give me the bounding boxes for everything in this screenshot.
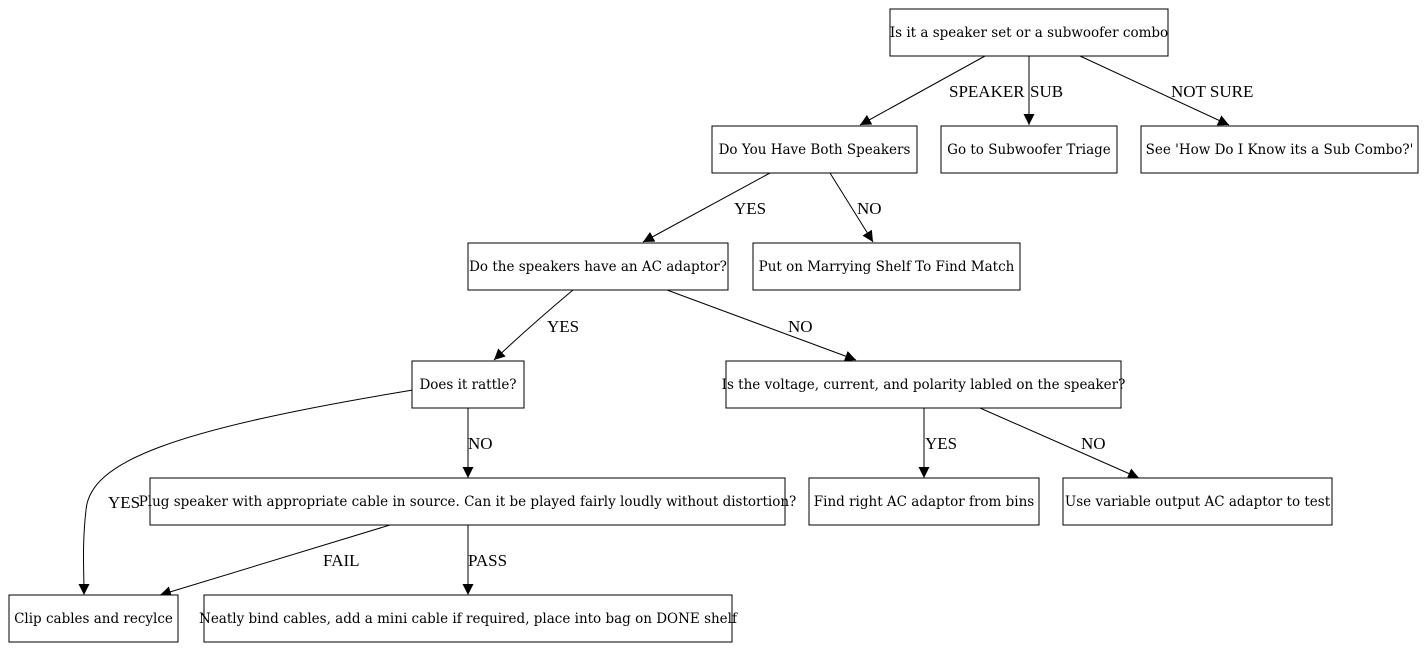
node-ac-adaptor-label: Do the speakers have an AC adaptor? (469, 259, 727, 275)
node-both-speakers-label: Do You Have Both Speakers (719, 142, 911, 158)
edge-acadaptor-to-labeled (666, 289, 857, 362)
node-ac-adaptor: Do the speakers have an AC adaptor? (467, 242, 729, 291)
edge-label-both-yes: YES (734, 199, 766, 218)
node-root-label: Is it a speaker set or a subwoofer combo (890, 25, 1168, 41)
edge-label-fail: FAIL (323, 551, 360, 570)
node-rattle: Does it rattle? (411, 360, 525, 409)
node-how-know-sub: See 'How Do I Know its a Sub Combo?' (1140, 125, 1419, 174)
node-how-know-sub-label: See 'How Do I Know its a Sub Combo?' (1146, 142, 1414, 158)
node-labeled-voltage-label: Is the voltage, current, and polarity la… (722, 377, 1126, 393)
edge-label-labeled-yes: YES (925, 434, 957, 453)
node-plug-speaker: Plug speaker with appropriate cable in s… (139, 477, 797, 526)
edge-labeled-to-variable (979, 407, 1140, 479)
node-find-ac: Find right AC adaptor from bins (808, 477, 1040, 526)
edge-root-to-both (859, 55, 986, 126)
node-subwoofer-triage: Go to Subwoofer Triage (940, 125, 1118, 174)
node-rattle-label: Does it rattle? (419, 377, 516, 393)
node-clip-cables-label: Clip cables and recylce (14, 611, 173, 627)
edge-acadaptor-to-rattle (493, 289, 574, 361)
edge-label-not-sure: NOT SURE (1171, 82, 1253, 101)
edge-label-pass: PASS (468, 551, 507, 570)
node-plug-speaker-label: Plug speaker with appropriate cable in s… (139, 494, 797, 510)
node-variable-ac-label: Use variable output AC adaptor to test (1065, 494, 1331, 510)
edge-label-speaker: SPEAKER (949, 82, 1025, 101)
node-subwoofer-triage-label: Go to Subwoofer Triage (947, 142, 1111, 158)
node-clip-cables: Clip cables and recylce (8, 594, 179, 643)
edge-label-ac-yes: YES (547, 317, 579, 336)
edge-rattle-to-clip (78, 389, 414, 596)
edge-label-both-no: NO (857, 199, 882, 218)
node-both-speakers: Do You Have Both Speakers (711, 125, 918, 174)
edge-label-rattle-no: NO (468, 434, 493, 453)
node-bind-cables-label: Neatly bind cables, add a mini cable if … (199, 611, 738, 627)
edge-labels: SPEAKER SUB NOT SURE YES NO YES NO YES N… (108, 82, 1253, 570)
edge-label-sub: SUB (1030, 82, 1063, 101)
node-variable-ac: Use variable output AC adaptor to test (1062, 477, 1333, 526)
node-labeled-voltage: Is the voltage, current, and polarity la… (722, 360, 1126, 409)
edges (78, 55, 1230, 598)
nodes: Is it a speaker set or a subwoofer combo… (8, 8, 1419, 643)
node-find-ac-label: Find right AC adaptor from bins (814, 494, 1035, 510)
edge-label-rattle-yes: YES (108, 493, 140, 512)
node-root: Is it a speaker set or a subwoofer combo (889, 8, 1169, 57)
edge-plug-to-clip (159, 524, 391, 598)
node-marrying-shelf-label: Put on Marrying Shelf To Find Match (759, 259, 1015, 275)
edge-both-to-acadaptor (642, 172, 771, 243)
edge-label-ac-no: NO (788, 317, 813, 336)
edge-root-to-howknow (1079, 55, 1230, 126)
node-bind-cables: Neatly bind cables, add a mini cable if … (199, 594, 738, 643)
edge-both-to-marrying (829, 172, 874, 243)
node-marrying-shelf: Put on Marrying Shelf To Find Match (752, 242, 1021, 291)
edge-label-labeled-no: NO (1081, 434, 1106, 453)
